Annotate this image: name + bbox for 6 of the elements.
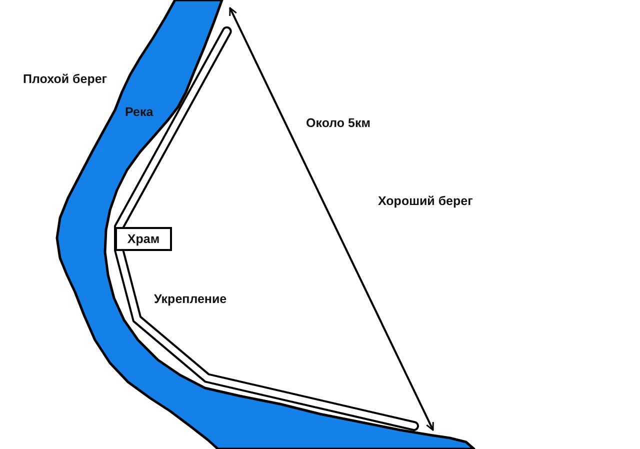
bank-label: Плохой берег <box>23 72 107 87</box>
temple-box: Храм <box>115 227 172 251</box>
bank-label: Хороший берег <box>378 194 473 209</box>
distance-label: Около 5км <box>306 116 370 131</box>
river-label: Река <box>125 105 154 120</box>
wall-label: Укрепление <box>154 292 227 307</box>
